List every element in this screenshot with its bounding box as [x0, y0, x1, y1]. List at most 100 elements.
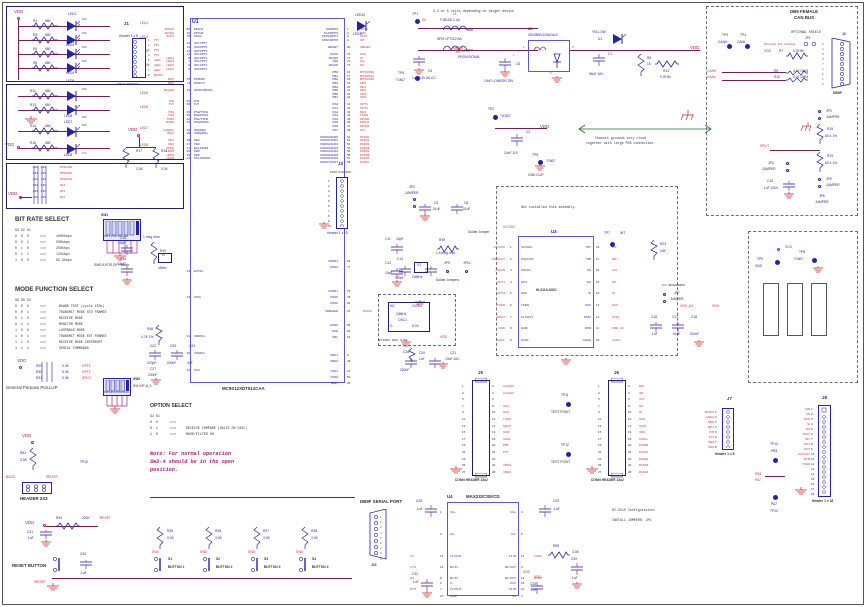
r39-ref: R39 [439, 238, 446, 242]
button2-switch-symbol[interactable] [202, 556, 216, 574]
j1-pin-num: 7 [148, 69, 150, 72]
r40-ref: R40 [160, 249, 167, 253]
jp2-pad-top[interactable] [818, 110, 821, 113]
gnd-clip-label: GND CLIP [528, 173, 544, 177]
c19-val: 10pF [118, 262, 126, 266]
j5-body[interactable] [472, 380, 490, 476]
j5-notch-bottom [475, 473, 487, 478]
vdd-node-gp [19, 366, 23, 370]
u2-zener-symbol [534, 46, 561, 68]
button3-ref: S3 [264, 557, 269, 561]
led6-ref: LED6 [64, 114, 73, 118]
mode-row-value: TRANSMIT MODE EXT FRAMES [59, 334, 107, 338]
mode-row-arrow: ==> [40, 304, 46, 308]
j7-body[interactable] [722, 408, 734, 450]
u1-vdda-pins: VDDA VRH VRL [329, 323, 338, 339]
button1-switch-symbol[interactable] [153, 556, 167, 574]
gp-res-val-1: 3.3K [62, 370, 69, 374]
tp4-net: CANL [737, 40, 746, 44]
reset-switch-symbol[interactable] [52, 556, 66, 574]
wire [20, 197, 32, 198]
j3-pin-numbers: 1 2 3 4 5 6 7 8 9 10 [328, 179, 332, 228]
c13-ref: C13 [397, 257, 404, 261]
mode-row-bits: 0 0 0 [15, 304, 29, 308]
db9-connector-symbol[interactable] [828, 38, 852, 90]
tp14-net: PA7 [771, 502, 777, 506]
jp5-ref: JP5 [826, 177, 832, 181]
tp7-label: TP7 [604, 231, 611, 235]
jp5-pad-bottom[interactable] [818, 185, 821, 188]
r37-val: 3.3K [263, 536, 270, 540]
u4-power-left-nums: 6 15 [440, 581, 444, 598]
u1-power-pinnums: 29 77 [347, 259, 351, 269]
j3-body[interactable] [336, 177, 348, 229]
r34-ref: R34 [56, 516, 63, 520]
jp9-ref: JP9 [444, 261, 450, 265]
mode-row-bits: 0 0 1 [15, 310, 29, 314]
vdd-node-led8 [17, 146, 21, 150]
r13-ref: R13 [663, 69, 670, 73]
j6-body[interactable] [608, 380, 626, 476]
jp4-pad-right[interactable] [786, 169, 789, 172]
sw1-poles [105, 221, 139, 236]
jp10-pad[interactable] [465, 270, 468, 273]
u4-body [447, 502, 519, 596]
c20-ref: C20 [419, 351, 426, 355]
vdd-node-bkgd [31, 441, 35, 445]
tp9-label: TP9 [757, 257, 764, 261]
capacitor-c10-symbol [783, 181, 795, 191]
jp1-jumper-pads[interactable] [802, 40, 818, 50]
jp9-pad[interactable] [446, 270, 449, 273]
u1-right-nets: OPT1 CS0 STAT INT /RESET SCK SI CS SO BI… [360, 27, 375, 164]
led8-ref: LED8 [64, 153, 73, 157]
led6-net: LED6 [140, 105, 149, 109]
option-row-bits: 1 0 [150, 432, 158, 436]
u3-part: Hi-3110-SOIC [536, 288, 557, 292]
u4-left-nets: TX CTS RX RTS [410, 554, 416, 591]
led8-net: LED8 [140, 143, 149, 147]
jp5-pad-top[interactable] [818, 178, 821, 181]
vdd-label-rt: VDD [764, 49, 771, 53]
j5-ref: J5 [478, 370, 483, 375]
bit-rate-row-arrow: ==> [40, 258, 46, 262]
r13-val: 0 OHM [660, 75, 671, 79]
jp7-pad-right[interactable] [663, 300, 666, 303]
wire [570, 50, 700, 51]
jp7-pad-left[interactable] [663, 293, 666, 296]
button4-switch-symbol[interactable] [298, 556, 312, 574]
c5-val: 1uF 6.3V MLCC [412, 76, 436, 80]
resistor-val-r1: 680 [45, 19, 51, 23]
resistor-r5-symbol [32, 64, 58, 72]
jp3-pad-top[interactable] [413, 198, 416, 201]
jp7-label: JUMPER [670, 297, 684, 301]
resistor-r40-symbol [150, 242, 158, 264]
c12-val: 10pF [385, 271, 393, 275]
pa7-net: PA7 [755, 478, 761, 482]
r15-ref: R15 [827, 127, 834, 131]
jp4-pad-left[interactable] [786, 162, 789, 165]
led7-net: LED7 [140, 126, 149, 130]
wire [18, 131, 110, 132]
reset-button-label: RESET BUTTON [12, 563, 47, 568]
c28u4-ref: C28 [416, 499, 423, 503]
db9f-serial-symbol[interactable] [366, 509, 390, 561]
resistor-r9-symbol [786, 70, 808, 76]
button3-switch-symbol[interactable] [250, 556, 264, 574]
c24-val: 3nF [187, 361, 193, 365]
u1-xtal-pinnums: 34 33 [186, 269, 190, 299]
c13-val: 220nF [395, 276, 405, 280]
resistor-r23-symbol [650, 240, 658, 260]
jp3-pad-bottom[interactable] [413, 205, 416, 208]
r55-val: 3.3K [572, 550, 579, 554]
resistor-ref-r14: R14 [30, 124, 37, 128]
ground-symbol-tp8 [813, 266, 823, 273]
jp2-pad-bottom[interactable] [818, 117, 821, 120]
tp6-dot [415, 76, 420, 81]
j1-pin-sig: PT5 [154, 49, 159, 52]
j1-pin-sig: LED4 [154, 59, 161, 62]
tp13-dot [773, 458, 778, 463]
resistor-r52-symbol [29, 448, 37, 470]
osc1-v: 5.0V [412, 324, 419, 328]
ground-symbol-jp2 [800, 122, 812, 132]
